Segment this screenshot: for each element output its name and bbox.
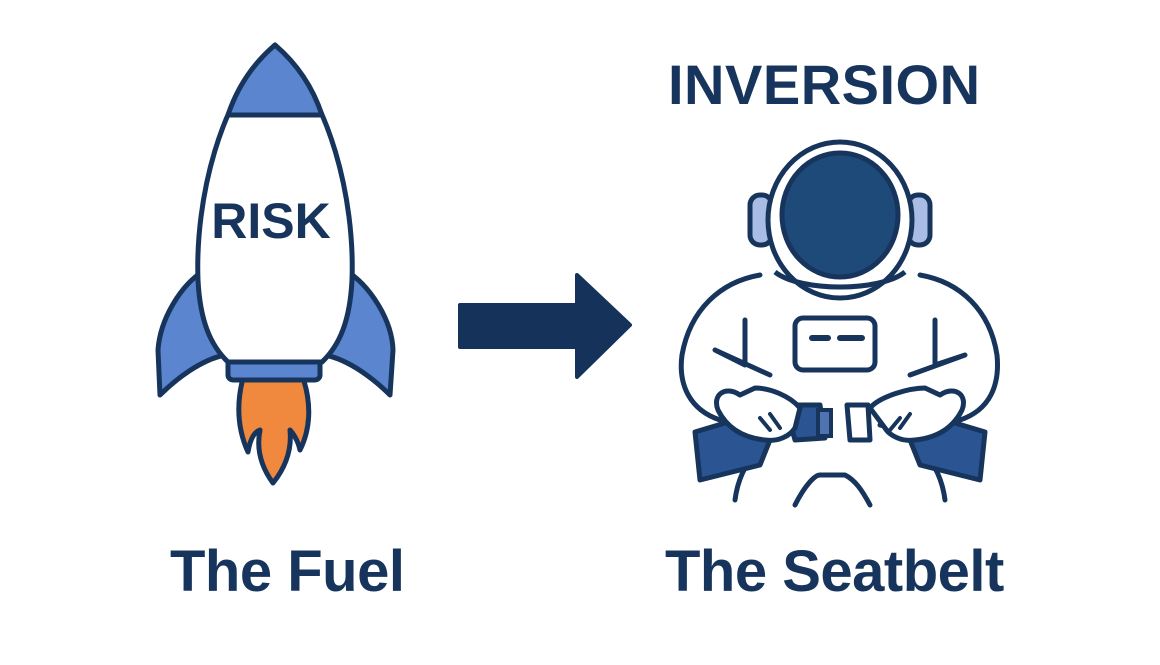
seatbelt-caption: The Seatbelt — [665, 539, 1004, 604]
fuel-caption: The Fuel — [170, 539, 405, 604]
rocket-label: RISK — [211, 193, 330, 249]
diagram-title: INVERSION — [668, 53, 981, 116]
